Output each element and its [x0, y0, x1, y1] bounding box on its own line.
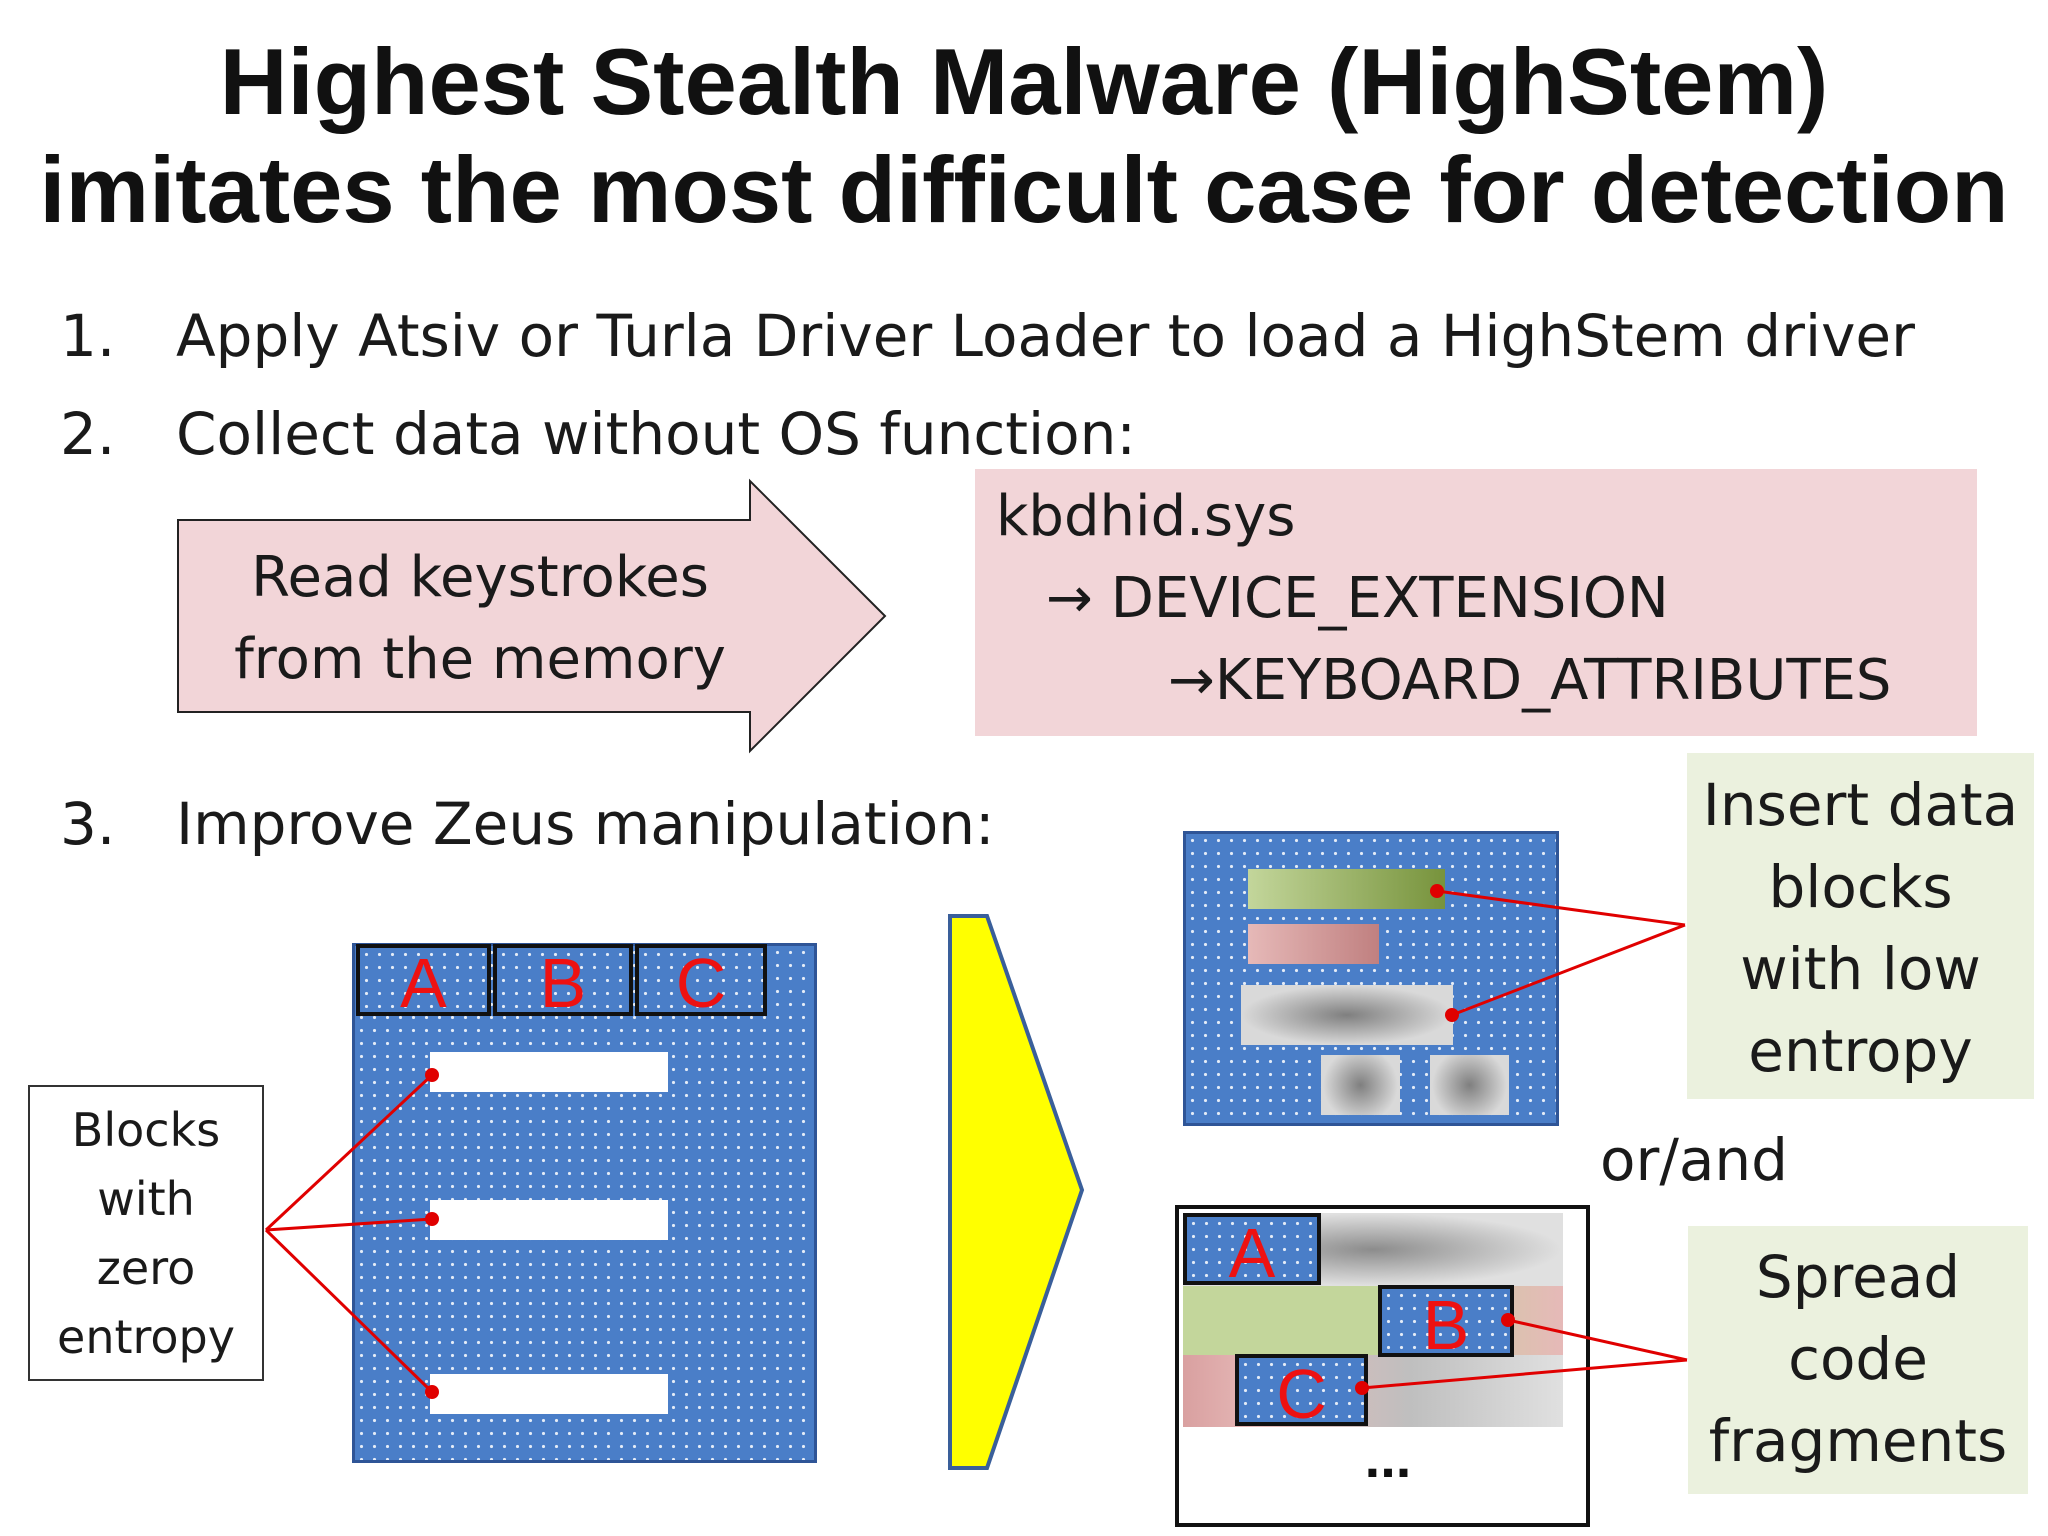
connector-dot-zero-1 [425, 1068, 439, 1082]
insert-data-line4: entropy [1748, 1017, 1973, 1085]
slide-title-line1: Highest Stealth Malware (HighStem) [219, 29, 1829, 134]
spread-fragments-line1: Spread [1755, 1243, 1961, 1311]
block-b-letter: B [539, 944, 587, 1022]
zero-block-2 [430, 1200, 668, 1240]
read-keystrokes-label: Read keystrokes from the memory [190, 537, 770, 701]
insert-data-line1: Insert data [1702, 771, 2019, 839]
spread-fragments-line2: code [1788, 1325, 1928, 1393]
read-keystrokes-line2: from the memory [234, 627, 726, 692]
zero-entropy-line4: entropy [57, 1310, 235, 1364]
spread-fragments-line3: fragments [1708, 1407, 2008, 1475]
read-keystrokes-line1: Read keystrokes [251, 545, 709, 610]
block-c-letter: C [675, 944, 727, 1022]
connector-insert-2 [1451, 923, 1686, 1017]
slide-title-line2: imitates the most difficult case for det… [39, 137, 2009, 242]
insert-data-callout [1687, 753, 2034, 1099]
connector-insert-1 [1436, 889, 1686, 927]
connector-dot-insert-1 [1430, 884, 1444, 898]
spread-fragments-callout [1688, 1226, 2028, 1494]
step-1-number: 1. [60, 302, 116, 370]
fragment-a-letter: A [1228, 1214, 1276, 1292]
struct-path-box [975, 469, 1977, 736]
connector-dot-spread-2 [1355, 1381, 1369, 1395]
connector-spread-1 [1507, 1318, 1688, 1362]
zero-block-1 [430, 1052, 668, 1092]
connector-zero-3 [264, 1228, 434, 1394]
low-entropy-bar-green [1248, 869, 1445, 909]
step-2-text: Collect data without OS function: [176, 400, 1136, 468]
transform-arrow [948, 914, 1085, 1470]
connector-dot-zero-3 [425, 1385, 439, 1399]
step-3-number: 3. [60, 790, 116, 858]
struct-path-line3: →KEYBOARD_ATTRIBUTES [1168, 648, 1892, 713]
zero-entropy-callout [28, 1085, 264, 1381]
insert-data-line2: blocks [1768, 853, 1953, 921]
block-b-tile [493, 944, 633, 1016]
struct-path-line2: → DEVICE_EXTENSION [1046, 566, 1669, 631]
zero-entropy-label: Blocks with zero entropy [28, 1096, 264, 1372]
connector-dot-insert-2 [1445, 1008, 1459, 1022]
fragment-b-letter: B [1422, 1286, 1470, 1364]
insert-data-line3: with low [1740, 935, 1981, 1003]
connector-zero-2 [265, 1217, 433, 1232]
spread-fragments-label: Spread code fragments [1688, 1236, 2028, 1482]
block-a-tile [356, 944, 491, 1016]
struct-path-line1: kbdhid.sys [996, 484, 1296, 549]
low-entropy-bar-gray [1241, 985, 1453, 1045]
insert-data-label: Insert data blocks with low entropy [1687, 764, 2034, 1092]
read-keystrokes-arrow [177, 478, 887, 754]
low-entropy-bar-pink [1248, 924, 1379, 964]
fragment-a-tile [1183, 1213, 1321, 1285]
connector-spread-2 [1361, 1358, 1688, 1390]
connector-dot-zero-2 [425, 1212, 439, 1226]
connector-dot-spread-1 [1501, 1313, 1515, 1327]
step-3-text: Improve Zeus manipulation: [176, 790, 995, 858]
low-entropy-square-2 [1430, 1055, 1509, 1115]
zero-block-3 [430, 1374, 668, 1414]
fragment-c-tile [1235, 1354, 1368, 1426]
more-fragments-ellipsis: ... [1364, 1426, 1412, 1489]
step-1-text: Apply Atsiv or Turla Driver Loader to lo… [176, 302, 1915, 370]
block-c-tile [635, 944, 767, 1016]
fragment-c-letter: C [1276, 1355, 1327, 1433]
connector-zero-1 [264, 1073, 434, 1232]
zero-entropy-line3: zero [96, 1241, 196, 1295]
or-and-label: or/and [1600, 1126, 1788, 1194]
step-2-number: 2. [60, 400, 116, 468]
low-entropy-square-1 [1321, 1055, 1400, 1115]
zero-entropy-line2: with [97, 1172, 195, 1226]
block-a-letter: A [400, 944, 447, 1022]
zero-entropy-line1: Blocks [71, 1103, 221, 1157]
